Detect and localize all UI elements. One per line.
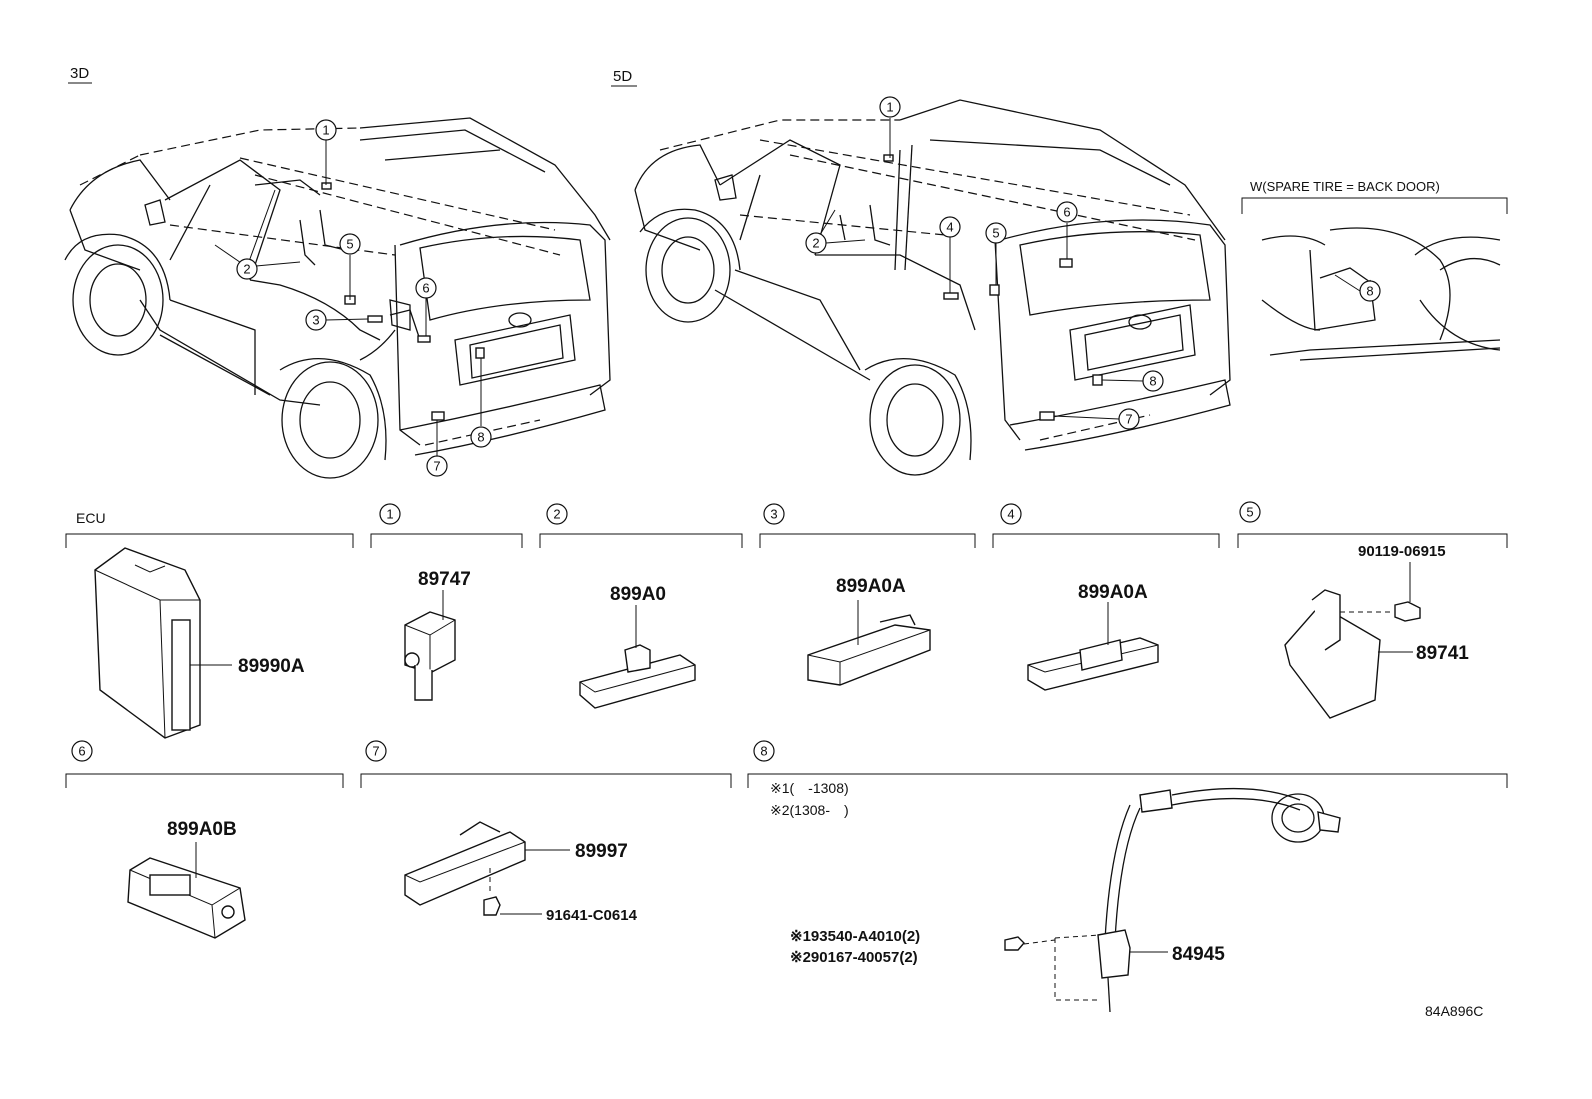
part-2-sensor-drawing (579, 605, 696, 709)
part-1-sensor-drawing (404, 590, 456, 701)
part-number-899a0a-4: 899A0A (1078, 582, 1148, 603)
callout-5d-1: 1 (886, 100, 893, 115)
view-label-5d: 5D (613, 68, 632, 85)
callout-6: 6 (422, 281, 429, 296)
section-6-number: 6 (78, 744, 85, 759)
part-number-91641-c0614: 91641-C0614 (546, 907, 638, 924)
part-number-93540-a4010: ※193540-A4010(2) (790, 928, 920, 945)
part-6-sensor-drawing (127, 842, 246, 939)
ecu-module-drawing (94, 547, 232, 739)
part-number-899a0b: 899A0B (167, 819, 237, 840)
callout-5d-6: 6 (1063, 205, 1070, 220)
section-8-number: 8 (760, 744, 767, 759)
section-1-number: 1 (386, 507, 393, 522)
part-number-899a0a-3: 899A0A (836, 576, 906, 597)
section-ecu-label: ECU (76, 510, 106, 526)
callout-7: 7 (433, 459, 440, 474)
part-number-84945: 84945 (1172, 944, 1225, 965)
part-3-sensor-drawing (807, 600, 931, 686)
section-4-number: 4 (1007, 507, 1014, 522)
inset-title: W(SPARE TIRE = BACK DOOR) (1250, 179, 1440, 194)
callout-5: 5 (346, 237, 353, 252)
part-4-sensor-drawing (1027, 602, 1159, 691)
callout-5d-2: 2 (812, 236, 819, 251)
callout-5d-5: 5 (992, 226, 999, 241)
callout-3: 3 (312, 313, 319, 328)
part-7-sensor-drawing (404, 821, 570, 916)
section-7-number: 7 (372, 744, 379, 759)
callout-5d-7: 7 (1125, 412, 1132, 427)
callout-8: 8 (477, 430, 484, 445)
section-3-number: 3 (770, 507, 777, 522)
part-number-89747: 89747 (418, 569, 471, 590)
vehicle-5-door-drawing: 1 2 4 5 6 7 8 (634, 96, 1231, 476)
callout-5d-4: 4 (946, 220, 953, 235)
section-5-number: 5 (1246, 505, 1253, 520)
part-number-89997: 89997 (575, 841, 628, 862)
part-number-89741: 89741 (1416, 643, 1469, 664)
section-2-number: 2 (553, 507, 560, 522)
diagram-id: 84A896C (1425, 1003, 1483, 1019)
note-2-range: ※2(1308- ) (770, 802, 849, 818)
view-label-3d: 3D (70, 65, 89, 82)
callout-2: 2 (243, 262, 250, 277)
part-5-module-drawing (1284, 562, 1421, 719)
part-8-harness-drawing (1004, 787, 1341, 1013)
callout-1: 1 (322, 123, 329, 138)
callout-inset-8: 8 (1366, 284, 1373, 299)
spare-tire-inset: W(SPARE TIRE = BACK DOOR) 8 (1241, 179, 1508, 361)
note-1-range: ※1( -1308) (770, 780, 849, 796)
callout-5d-8: 8 (1149, 374, 1156, 389)
vehicle-3-door-drawing: 1 2 3 5 6 7 8 (64, 117, 611, 479)
part-number-899a0: 899A0 (610, 584, 666, 605)
part-number-90167-40057: ※290167-40057(2) (790, 949, 918, 966)
part-number-90119-06915: 90119-06915 (1358, 543, 1446, 560)
part-number-89990a: 89990A (238, 656, 305, 677)
